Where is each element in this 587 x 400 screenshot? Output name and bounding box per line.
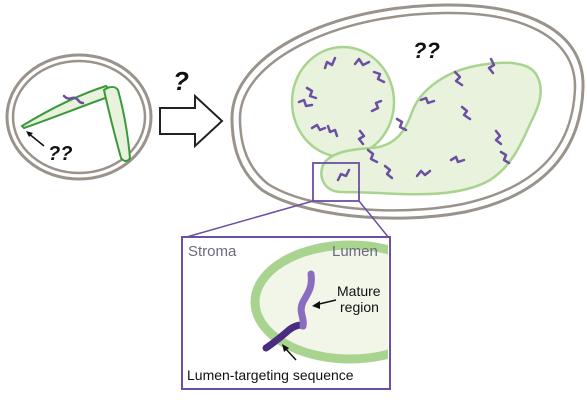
lumen-protein <box>395 117 408 132</box>
lumen-protein <box>353 57 371 67</box>
zoom-selection-box <box>312 162 360 202</box>
lumen-protein <box>449 155 466 164</box>
lumen-protein <box>336 168 351 182</box>
lumen-targeting-arrowhead <box>282 344 289 352</box>
lumen-protein <box>366 148 379 164</box>
lumen-protein <box>419 96 436 105</box>
small-chloroplast: ?? <box>5 53 153 181</box>
mature-region-arrowhead <box>312 301 320 309</box>
mature-label: Mature <box>337 283 381 299</box>
lumen-protein <box>297 98 314 108</box>
lumen-protein <box>357 129 366 146</box>
lumen-targeting-label: Lumen-targeting sequence <box>187 367 354 383</box>
lumen-protein <box>310 123 327 132</box>
lumen-protein <box>326 124 339 138</box>
lumen-protein <box>415 169 432 178</box>
zoom-line-left <box>182 200 314 239</box>
lumen-protein <box>499 150 511 165</box>
stroma-label: Stroma <box>188 243 237 260</box>
left-question-marks: ?? <box>48 143 72 165</box>
lumen-protein <box>305 86 318 100</box>
zoom-inset: Stroma Lumen Mature region Lumen-targeti… <box>181 236 391 390</box>
mature-region-segment <box>297 270 315 330</box>
lumen-protein <box>370 99 383 113</box>
lumen-protein <box>453 70 464 87</box>
small-chloroplast-protein <box>62 94 85 105</box>
lumen-label: Lumen <box>332 243 378 260</box>
region-label: region <box>340 299 379 315</box>
large-chloroplast: ?? <box>230 3 585 220</box>
lumen-protein <box>494 129 503 146</box>
lumen-protein <box>372 70 386 84</box>
lumen-protein <box>487 57 496 75</box>
small-thylakoid-right <box>102 86 132 162</box>
lumen-protein <box>383 164 394 180</box>
zoom-line-right <box>358 200 390 239</box>
left-pointer-arrowhead <box>26 131 33 137</box>
block-arrow <box>159 93 224 149</box>
lumen-protein <box>460 105 472 121</box>
transition-arrow: ? <box>159 66 224 149</box>
arrow-question-mark: ? <box>173 66 189 96</box>
right-question-marks: ?? <box>413 38 440 63</box>
lumen-protein <box>323 56 337 70</box>
